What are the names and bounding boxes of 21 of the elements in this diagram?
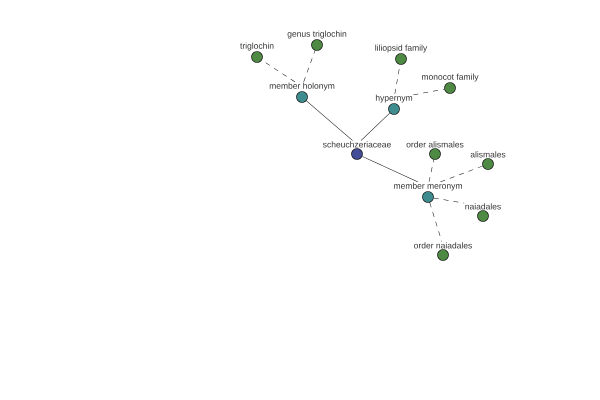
node-label: order naiadales [414, 242, 472, 248]
connector-line [362, 156, 418, 182]
node-label: naiadales [465, 203, 501, 210]
connector-line [303, 50, 316, 82]
node-label: member holonym [270, 82, 334, 90]
node-label: genus triglochin [288, 30, 346, 38]
connector-line [440, 166, 483, 182]
node-label: scheuchzeriaceae [322, 141, 391, 148]
connector-line [360, 112, 390, 141]
node-label: order alismales [406, 141, 464, 148]
node-label: monocot family [422, 74, 479, 82]
node-label: alismales [470, 151, 506, 158]
connector-line [428, 159, 434, 182]
connector-line [429, 202, 442, 242]
connector-line [306, 100, 353, 141]
node-label: hypernym [376, 94, 412, 102]
connector-line [433, 198, 464, 204]
connector-line [413, 88, 445, 96]
node-label: liliopsid family [375, 44, 428, 52]
node-label: member meronym [394, 182, 462, 190]
node-label: triglochin [240, 42, 274, 50]
